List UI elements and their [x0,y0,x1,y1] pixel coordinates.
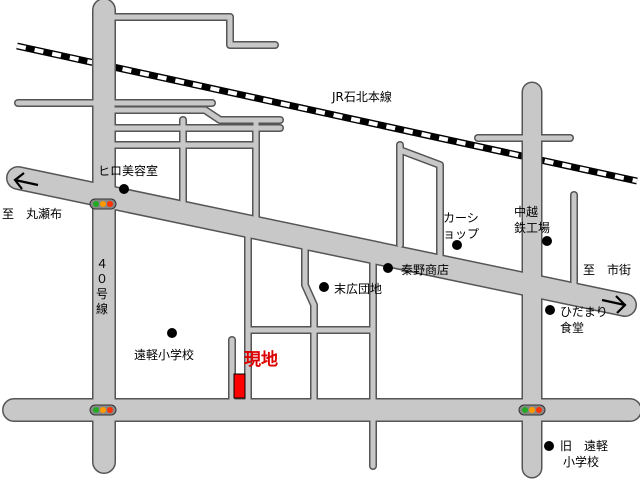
old-school-label-line1: 旧 遠軽 [560,439,608,453]
traffic-signal-icon [89,404,117,416]
car-shop-label-line1: カーシ [443,211,479,225]
hidamari-label-line1: ひだまり [560,305,608,319]
nakagoshi-label-line1: 中越 [514,204,538,219]
route-40-char: 線 [96,301,108,316]
hidamari-label-line2: 食堂 [560,320,584,335]
landmark-dot [544,441,554,451]
route-40-char: ０ [96,272,108,286]
hiro-salon-label: ヒロ美容室 [98,163,158,178]
landmark-dot [319,282,329,292]
direction-west-label: 至 丸瀬布 [2,207,62,221]
traffic-signal-icon [89,198,117,210]
old-school-label-line2: 小学校 [563,454,599,469]
engaru-school-label: 遠軽小学校 [134,347,194,362]
nakagoshi-label-line2: 鉄工場 [514,220,550,235]
landmark-dot [383,263,393,273]
landmark-dot [452,240,462,250]
landmark-markers [119,184,555,451]
direction-east-label: 至 市街 [583,262,631,277]
route-40-label: ４ ０ 号 線 [96,257,108,316]
arrow-west-icon [13,172,39,190]
railway-label: JR石北本線 [331,89,392,104]
hatano-store-label: 秦野商店 [401,262,449,277]
site-label: 現地 [244,349,278,370]
landmark-dot [542,236,552,246]
landmark-dot [545,305,555,315]
site-marker [233,373,246,399]
arrow-east-icon [601,295,627,314]
car-shop-label-line2: ョップ [443,227,479,241]
suehiro-danchi-label: 末広団地 [334,282,382,296]
route-40-char: ４ [96,257,108,271]
traffic-signal-icon [518,404,546,416]
landmark-dot [119,184,129,194]
route-40-char: 号 [96,287,108,301]
landmark-dot [167,328,177,338]
